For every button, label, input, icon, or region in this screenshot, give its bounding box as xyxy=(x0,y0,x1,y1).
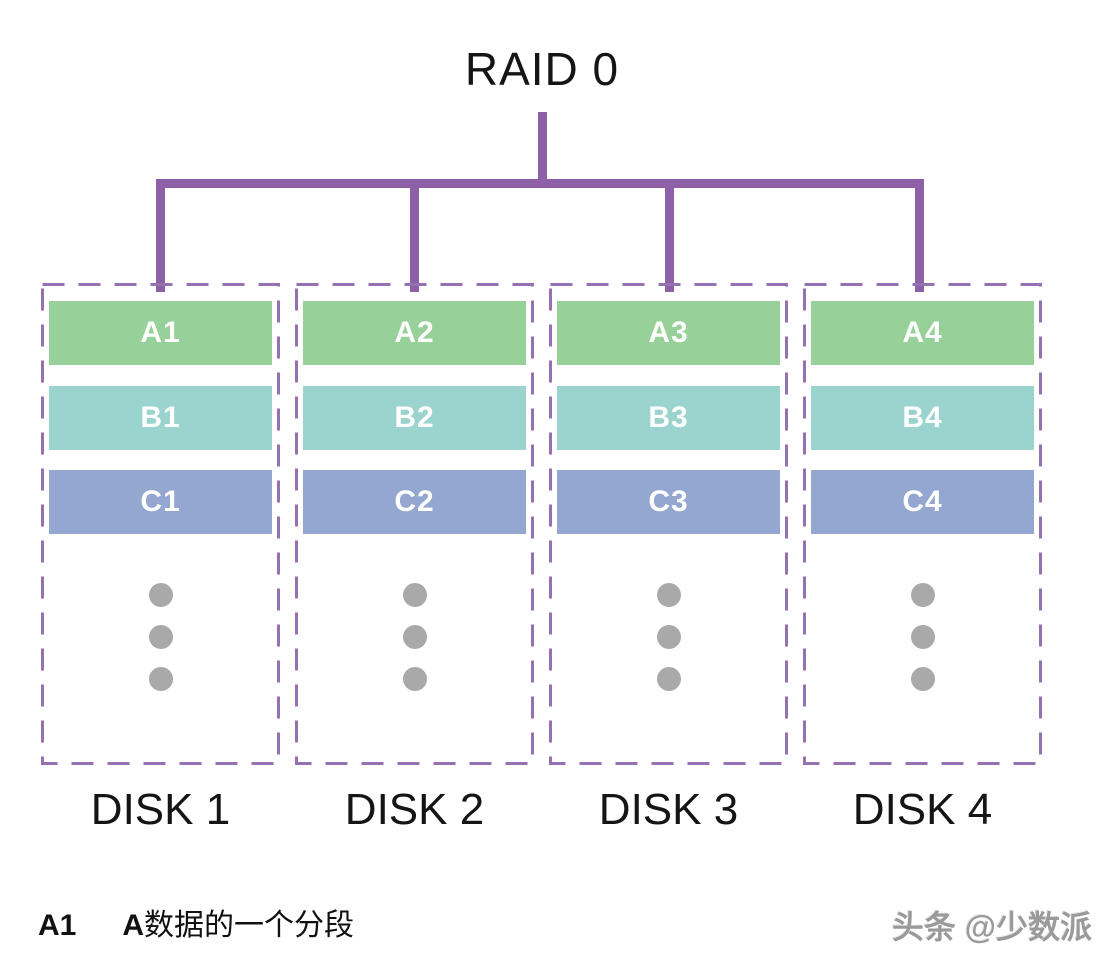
stripe-block: C2 xyxy=(303,470,526,534)
stripe-block: B4 xyxy=(811,386,1034,450)
disk-label: DISK 1 xyxy=(90,785,231,834)
stripe-block: A4 xyxy=(811,301,1034,365)
disk-dashed-border xyxy=(295,283,534,765)
tree-drop-line-disk4 xyxy=(915,179,924,292)
stripe-block: B1 xyxy=(49,386,272,450)
tree-horizontal-line xyxy=(156,179,924,188)
ellipsis-dot xyxy=(656,667,681,691)
diagram-title: RAID 0 xyxy=(464,43,620,95)
ellipsis-dot xyxy=(656,583,681,607)
disk-dashed-border xyxy=(803,283,1042,765)
disk-label: DISK 4 xyxy=(852,785,993,834)
ellipsis-dot xyxy=(148,667,173,691)
ellipsis-dot xyxy=(402,625,427,649)
ellipsis-dot xyxy=(402,667,427,691)
legend-description: 数据的一个分段 xyxy=(144,909,355,942)
stripe-block: B2 xyxy=(303,386,526,450)
stripe-block: C4 xyxy=(811,470,1034,534)
ellipsis-dot xyxy=(148,583,173,607)
tree-drop-line-disk2 xyxy=(410,179,419,292)
ellipsis-dot xyxy=(910,625,935,649)
watermark-toutiao-shaoshupai: 头条 @少数派 xyxy=(891,909,1092,945)
disk-label: DISK 2 xyxy=(344,785,485,834)
tree-drop-line-disk3 xyxy=(665,179,674,292)
ellipsis-dot xyxy=(148,625,173,649)
stripe-block: B3 xyxy=(557,386,780,450)
disk-dashed-border xyxy=(41,283,280,765)
stripe-block: A2 xyxy=(303,301,526,365)
disk-column-1: A1 B1 C1 DISK 1 xyxy=(41,283,280,834)
ellipsis-dot xyxy=(910,583,935,607)
stripe-block: C1 xyxy=(49,470,272,534)
legend: A1 A数据的一个分段 xyxy=(38,900,354,944)
stripe-block: C3 xyxy=(557,470,780,534)
disk-label: DISK 3 xyxy=(598,785,739,834)
stripe-block: A3 xyxy=(557,301,780,365)
disk-column-3: A3 B3 C3 DISK 3 xyxy=(549,283,788,834)
tree-stem-line xyxy=(538,112,547,184)
ellipsis-dot xyxy=(910,667,935,691)
ellipsis-dot xyxy=(656,625,681,649)
tree-drop-line-disk1 xyxy=(156,179,165,292)
disk-column-2: A2 B2 C2 DISK 2 xyxy=(295,283,534,834)
disk-dashed-border xyxy=(549,283,788,765)
stripe-block: A1 xyxy=(49,301,272,365)
legend-description-prefix: A xyxy=(122,909,145,942)
legend-key: A1 xyxy=(38,909,77,942)
disk-column-4: A4 B4 C4 DISK 4 xyxy=(803,283,1042,834)
ellipsis-dot xyxy=(402,583,427,607)
